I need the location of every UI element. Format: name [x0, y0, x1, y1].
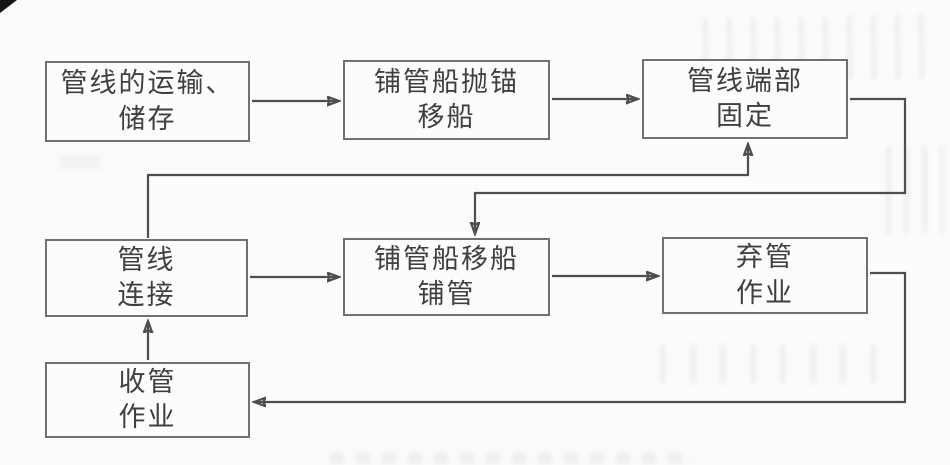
node-move-lay-label: 铺管船移船 铺管 — [374, 243, 519, 309]
node-transport-storage: 管线的运输、 储存 — [45, 61, 250, 142]
scan-corner-artifact — [0, 0, 17, 13]
connector-connect-to-endfix — [146, 144, 748, 238]
node-abandon: 弃管 作业 — [662, 237, 868, 314]
node-anchor-move-label: 铺管船抛锚 移船 — [374, 66, 519, 132]
node-end-fix: 管线端部 固定 — [642, 59, 848, 139]
connector-endfix-to-movelay — [475, 97, 907, 234]
node-end-fix-label: 管线端部 固定 — [687, 65, 803, 131]
node-transport-storage-label: 管线的运输、 储存 — [60, 68, 235, 134]
connector-abandon-to-recover — [254, 271, 907, 402]
node-connect: 管线 连接 — [45, 239, 248, 317]
node-connect-label: 管线 连接 — [117, 244, 176, 310]
node-abandon-label: 弃管 作业 — [736, 242, 794, 308]
node-recover: 收管 作业 — [45, 362, 250, 438]
node-anchor-move: 铺管船抛锚 移船 — [343, 60, 550, 140]
node-recover-label: 收管 作业 — [118, 366, 177, 432]
node-move-lay: 铺管船移船 铺管 — [343, 238, 550, 316]
